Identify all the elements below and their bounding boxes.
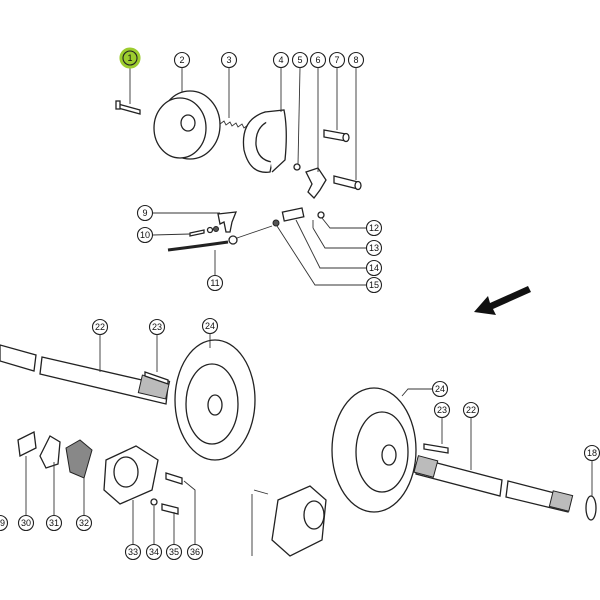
callout-14[interactable]: 14	[365, 259, 383, 277]
callout-22-left[interactable]: 22	[91, 318, 109, 336]
callout-label: 23	[437, 405, 447, 415]
callout-label: 32	[79, 518, 89, 528]
callout-label: 29	[0, 518, 5, 528]
part-18-ring[interactable]	[585, 495, 597, 521]
callout-4[interactable]: 4	[272, 51, 290, 69]
direction-arrow-icon	[474, 286, 531, 315]
part-22-shaft-right[interactable]	[413, 455, 574, 513]
callout-1-highlighted[interactable]: 1	[119, 47, 141, 69]
callout-label: 30	[21, 518, 31, 528]
callout-18[interactable]: 18	[583, 444, 600, 462]
part-8-pin[interactable]	[333, 175, 362, 191]
part-24-disc-right[interactable]	[331, 387, 417, 513]
part-7-pin[interactable]	[323, 129, 350, 143]
part-30-clip[interactable]	[17, 431, 37, 457]
callout-9[interactable]: 9	[136, 204, 154, 222]
callout-label: 35	[169, 547, 179, 557]
callout-label: 12	[369, 223, 379, 233]
part-32-pad[interactable]	[65, 439, 93, 479]
callouts: 1 2 3 4 5 6 7 8 9 10 11 12 13 14 15 22 2…	[0, 47, 600, 561]
part-4-brake-shoe[interactable]	[242, 109, 287, 173]
part-15-nut[interactable]	[272, 219, 280, 227]
callout-label: 11	[210, 278, 219, 288]
callout-label: 33	[128, 547, 138, 557]
callout-3[interactable]: 3	[220, 51, 238, 69]
leader-lines	[25, 66, 593, 544]
part-11-cable[interactable]	[167, 225, 273, 252]
callout-label: 7	[334, 55, 339, 65]
caliper-right[interactable]	[251, 485, 327, 557]
callout-23-right[interactable]: 23	[433, 401, 451, 419]
callout-label: 13	[369, 243, 379, 253]
callout-label: 8	[353, 55, 358, 65]
callout-label: 31	[49, 518, 59, 528]
callout-10[interactable]: 10	[136, 226, 154, 244]
part-12-screw[interactable]	[317, 211, 325, 219]
callout-22-right[interactable]: 22	[462, 401, 480, 419]
part-22-shaft-left[interactable]	[0, 344, 171, 405]
callout-label: 4	[278, 55, 283, 65]
callout-label: 36	[190, 547, 200, 557]
callout-label: 22	[466, 405, 476, 415]
part-24-disc-left[interactable]	[174, 339, 256, 461]
callout-34[interactable]: 34	[145, 543, 163, 561]
callout-24-left[interactable]: 24	[201, 317, 219, 335]
part-drawings	[0, 90, 597, 557]
callout-24-right[interactable]: 24	[431, 380, 449, 398]
callout-label: 5	[297, 55, 302, 65]
part-14-block[interactable]	[281, 207, 305, 222]
callout-33[interactable]: 33	[124, 543, 142, 561]
callout-12[interactable]: 12	[365, 219, 383, 237]
callout-label: 2	[179, 55, 184, 65]
callout-label: 24	[435, 384, 445, 394]
part-23-key-left[interactable]	[144, 371, 169, 385]
callout-label: 3	[226, 55, 231, 65]
callout-label: 24	[205, 321, 215, 331]
callout-7[interactable]: 7	[328, 51, 346, 69]
part-23-key-right[interactable]	[423, 443, 449, 454]
callout-32[interactable]: 32	[75, 514, 93, 532]
callout-label: 14	[369, 263, 379, 273]
callout-30[interactable]: 30	[17, 514, 35, 532]
callout-label: 10	[140, 230, 150, 240]
part-34-washer[interactable]	[150, 498, 158, 506]
callout-6[interactable]: 6	[309, 51, 327, 69]
part-33-caliper[interactable]	[103, 445, 159, 505]
callout-15[interactable]: 15	[365, 276, 383, 294]
part-31-shim[interactable]	[39, 435, 61, 469]
part-5-washer[interactable]	[293, 163, 301, 171]
part-36-bolt[interactable]	[165, 472, 183, 485]
part-2-drum[interactable]	[153, 90, 221, 160]
callout-36[interactable]: 36	[186, 543, 204, 561]
callout-13[interactable]: 13	[365, 239, 383, 257]
callout-23-left[interactable]: 23	[148, 318, 166, 336]
callout-11[interactable]: 11	[206, 274, 224, 292]
callout-label: 22	[95, 322, 105, 332]
part-10-bolt[interactable]	[189, 226, 219, 237]
part-9-bracket[interactable]	[217, 211, 238, 233]
callout-label: 15	[369, 280, 379, 290]
callout-29[interactable]: 29	[0, 514, 9, 532]
callout-35[interactable]: 35	[165, 543, 183, 561]
callout-8[interactable]: 8	[347, 51, 365, 69]
callout-label: 1	[127, 53, 132, 63]
part-6-lever[interactable]	[305, 167, 327, 199]
callout-31[interactable]: 31	[45, 514, 63, 532]
callout-label: 23	[152, 322, 162, 332]
callout-label: 6	[315, 55, 320, 65]
callout-label: 18	[587, 448, 597, 458]
part-3-spring[interactable]	[219, 120, 249, 129]
callout-5[interactable]: 5	[291, 51, 309, 69]
callout-label: 9	[142, 208, 147, 218]
callout-2[interactable]: 2	[173, 51, 191, 69]
part-35-bolt[interactable]	[161, 503, 179, 515]
part-1-pin[interactable]	[115, 100, 141, 115]
callout-label: 34	[149, 547, 159, 557]
